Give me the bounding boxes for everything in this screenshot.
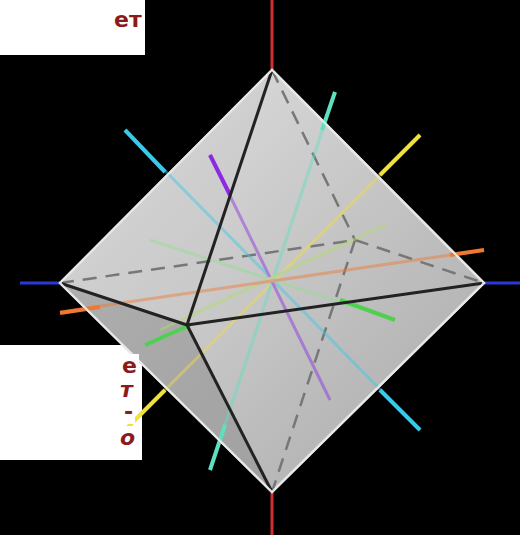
- text-fragment: ет: [112, 8, 144, 32]
- text-fragment: о: [118, 426, 137, 450]
- text-fragment: -: [122, 400, 135, 424]
- text-fragment: е: [120, 354, 139, 378]
- text-fragment: т: [118, 378, 135, 402]
